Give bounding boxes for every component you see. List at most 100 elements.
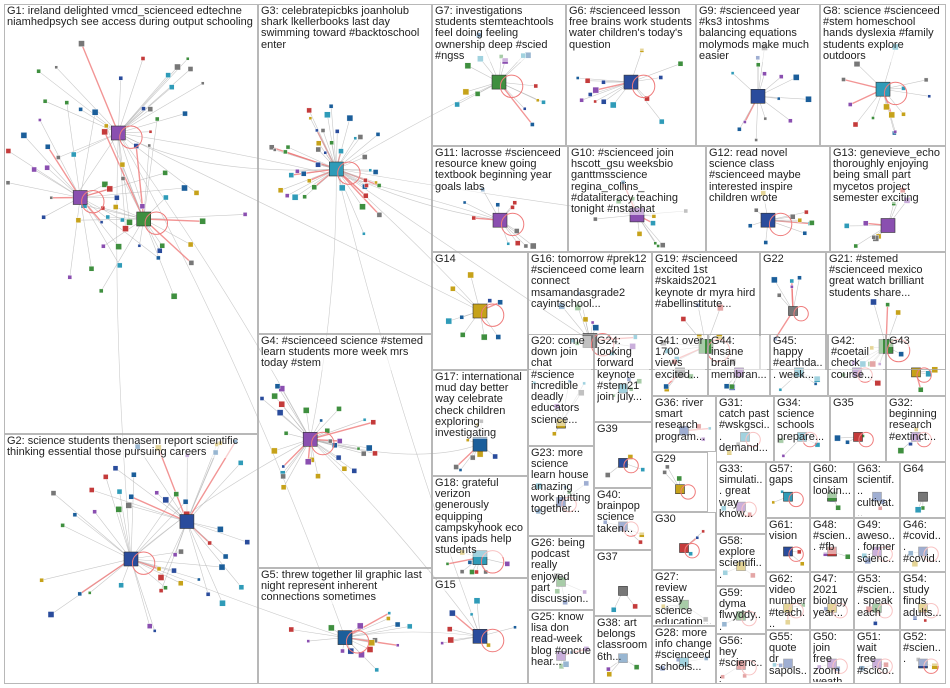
node-avatar <box>283 431 289 436</box>
hub-avatar <box>472 550 488 565</box>
node-avatar <box>305 458 312 465</box>
node-avatar <box>476 32 482 38</box>
node-avatar <box>772 662 777 668</box>
edge <box>118 66 178 134</box>
node-avatar <box>486 642 491 648</box>
node-avatar <box>779 74 784 79</box>
group-box <box>652 396 716 452</box>
node-avatar <box>535 482 542 490</box>
hub-avatar <box>679 657 689 667</box>
node-avatar <box>893 130 897 134</box>
node-avatar <box>131 472 137 478</box>
hub-avatar <box>853 432 863 442</box>
node-avatar <box>447 636 454 644</box>
node-avatar <box>763 240 768 245</box>
node-avatar <box>754 207 759 213</box>
edge <box>130 493 177 560</box>
group-box <box>706 146 830 252</box>
group-box <box>854 518 900 572</box>
group-box <box>854 630 900 684</box>
node-avatar <box>41 214 46 220</box>
node-avatar <box>98 288 104 294</box>
edge <box>757 96 809 100</box>
group-box <box>4 4 258 434</box>
node-avatar <box>54 65 58 70</box>
node-avatar <box>60 523 65 528</box>
edge <box>336 168 365 234</box>
node-avatar <box>582 316 589 323</box>
node-avatar <box>357 134 364 140</box>
edge <box>310 439 355 472</box>
node-avatar <box>288 172 294 178</box>
group-box <box>886 396 946 462</box>
node-avatar <box>274 383 281 389</box>
node-avatar <box>659 665 666 672</box>
node-avatar <box>695 303 701 308</box>
edge <box>53 492 132 560</box>
inter-group-edge <box>116 132 132 560</box>
node-avatar <box>339 184 346 192</box>
edge <box>630 63 681 83</box>
node-avatar <box>320 128 326 133</box>
node-avatar <box>535 508 542 515</box>
edge <box>882 88 930 97</box>
node-avatar <box>590 320 595 325</box>
node-avatar <box>101 128 108 136</box>
inter-group-edge <box>309 168 337 440</box>
edge <box>118 132 143 207</box>
edge <box>157 447 188 522</box>
group-box <box>432 370 528 476</box>
node-avatar <box>656 244 660 248</box>
group-box <box>810 572 854 630</box>
node-avatar <box>358 651 365 658</box>
edge <box>118 83 203 134</box>
node-avatar <box>729 358 736 365</box>
node-avatar <box>629 387 634 392</box>
node-avatar <box>481 333 488 341</box>
node-avatar <box>78 107 83 112</box>
node-avatar <box>49 196 53 200</box>
node-avatar <box>271 447 278 455</box>
hub-avatar <box>472 436 488 452</box>
node-avatar <box>362 154 368 160</box>
node-avatar <box>376 183 382 188</box>
hub-avatar <box>618 383 628 394</box>
group-box <box>594 550 652 616</box>
node-avatar <box>723 383 730 389</box>
node-avatar <box>615 198 622 204</box>
node-avatar <box>77 591 82 597</box>
node-avatar <box>88 591 92 595</box>
node-avatar <box>663 383 669 390</box>
node-avatar <box>199 218 206 225</box>
node-avatar <box>510 205 515 210</box>
hub-avatar <box>629 207 645 223</box>
node-avatar <box>878 362 882 366</box>
node-avatar <box>788 118 793 124</box>
edge <box>186 441 237 522</box>
group-box <box>528 446 594 536</box>
node-avatar <box>606 666 611 672</box>
group-box <box>258 334 432 568</box>
node-avatar <box>592 324 599 331</box>
edge <box>83 205 144 220</box>
node-avatar <box>120 176 126 181</box>
node-avatar <box>859 360 867 368</box>
node-avatar <box>20 132 28 139</box>
node-avatar <box>445 317 452 325</box>
node-avatar <box>340 648 345 654</box>
node-avatar <box>374 180 378 185</box>
node-avatar <box>158 588 164 593</box>
node-avatar <box>636 231 643 237</box>
edge <box>73 132 119 155</box>
node-avatar <box>873 621 878 626</box>
node-avatar <box>187 241 194 248</box>
group-box <box>432 4 566 146</box>
node-avatar <box>162 170 168 176</box>
node-avatar <box>281 464 285 469</box>
node-avatar <box>817 664 822 670</box>
node-avatar <box>575 341 580 346</box>
node-avatar <box>852 121 859 128</box>
node-avatar <box>659 118 665 125</box>
node-avatar <box>335 454 342 461</box>
node-avatar <box>665 606 670 612</box>
